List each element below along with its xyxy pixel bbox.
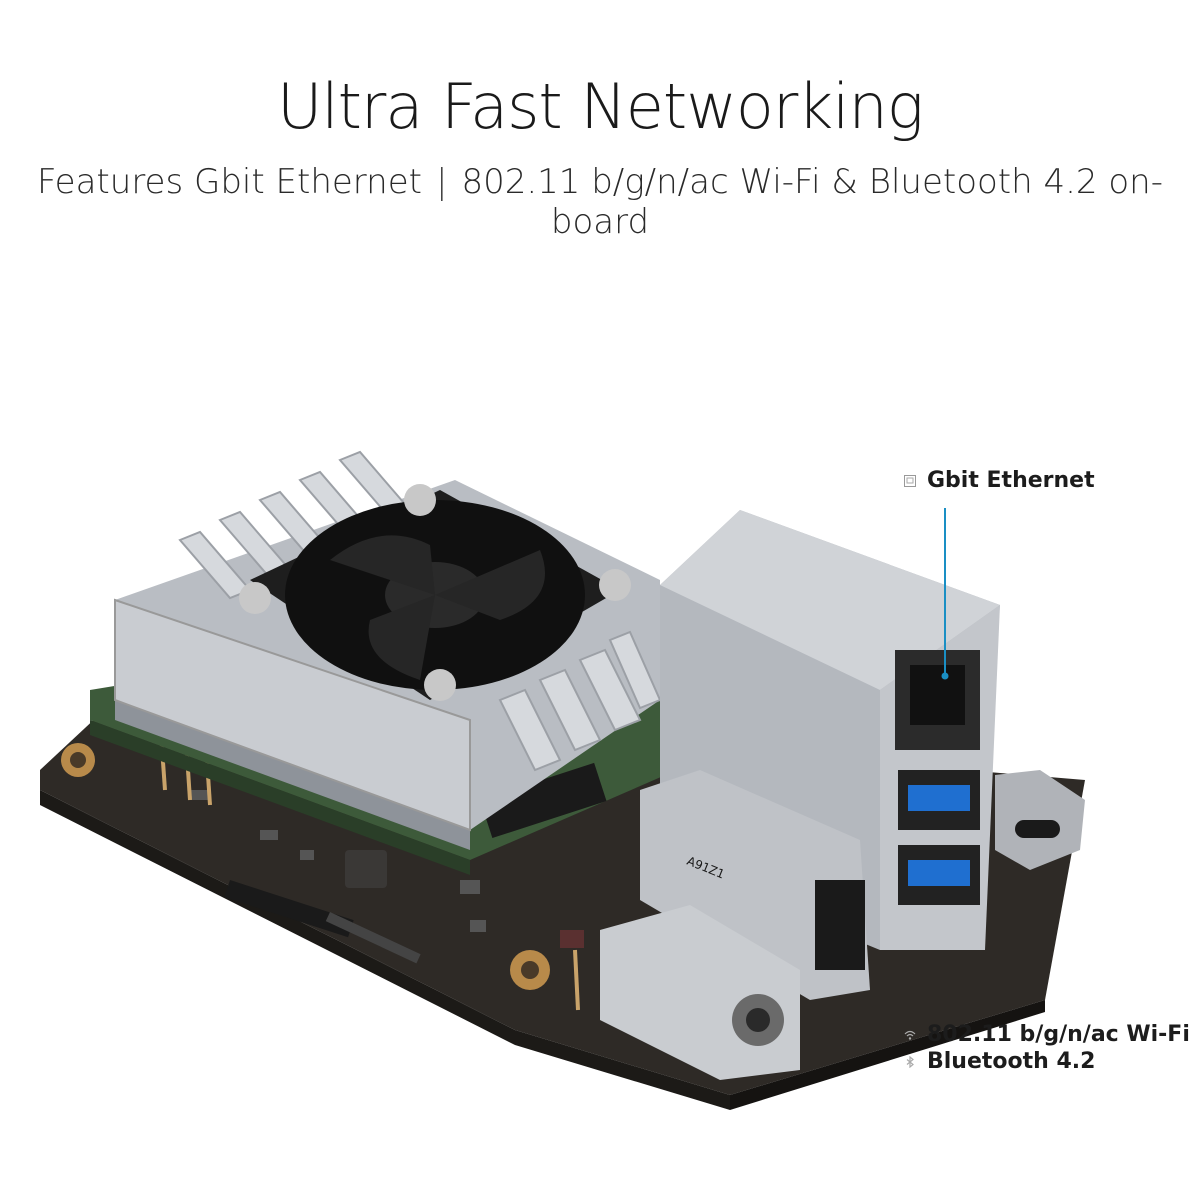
- subtitle-separator: |: [435, 162, 448, 202]
- fan-screw: [239, 582, 271, 614]
- subtitle-wireless-text: 802.11 b/g/n/ac Wi-Fi & Bluetooth 4.2 on…: [461, 162, 1163, 242]
- bluetooth-icon: [903, 1055, 917, 1069]
- callout-wifi-label: 802.11 b/g/n/ac Wi-Fi: [927, 1022, 1190, 1047]
- wifi-icon: [903, 1028, 917, 1042]
- cooling-fan: [239, 484, 631, 701]
- page-title: Ultra Fast Networking: [277, 70, 924, 143]
- subtitle-ethernet-text: Features Gbit Ethernet: [36, 162, 422, 202]
- callout-wifi: 802.11 b/g/n/ac Wi-Fi: [903, 1022, 1190, 1047]
- callout-bluetooth: Bluetooth 4.2: [903, 1049, 1095, 1074]
- ethernet-usb-stack: [660, 510, 1000, 950]
- fan-screw: [599, 569, 631, 601]
- ethernet-port-icon: [903, 474, 917, 488]
- page-subtitle: Features Gbit Ethernet | 802.11 b/g/n/ac W…: [0, 162, 1200, 242]
- usb-c-port: [995, 770, 1085, 870]
- fan-screw: [404, 484, 436, 516]
- fan-screw: [424, 669, 456, 701]
- hdmi-port: [640, 770, 870, 1000]
- pcb-components: [190, 790, 584, 964]
- callout-bluetooth-label: Bluetooth 4.2: [927, 1049, 1096, 1074]
- callout-ethernet: Gbit Ethernet: [903, 468, 1095, 493]
- dc-power-jack: [600, 905, 800, 1080]
- callout-ethernet-label: Gbit Ethernet: [927, 468, 1095, 493]
